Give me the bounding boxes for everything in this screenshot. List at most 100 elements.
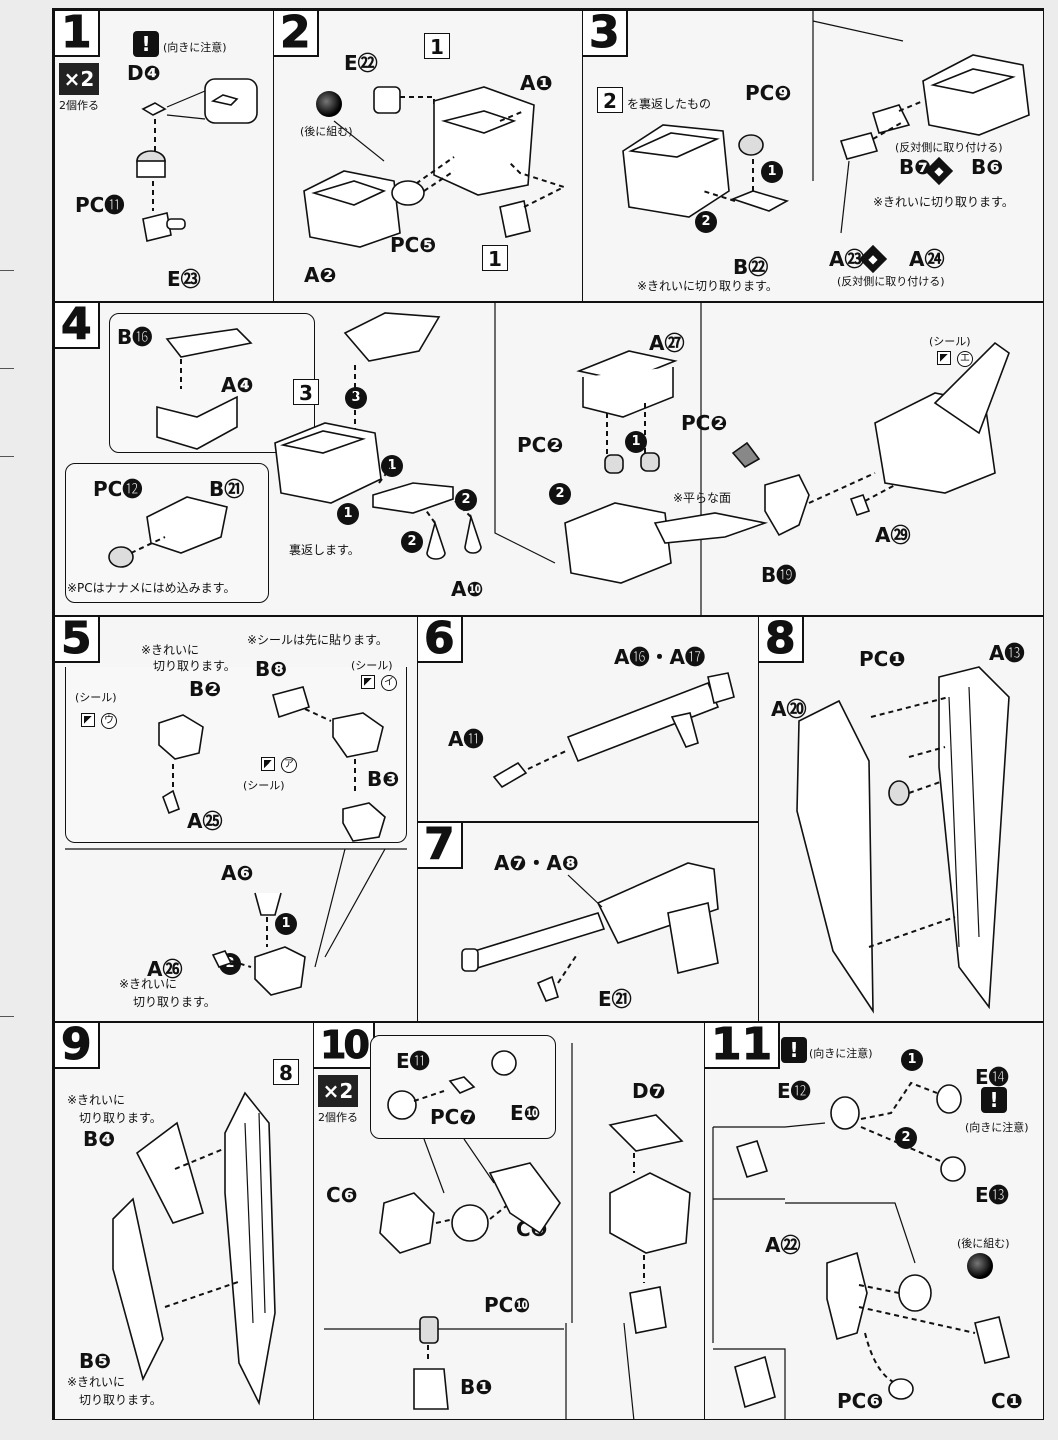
part-label: E⓮ xyxy=(975,1065,1009,1089)
part-label: D❹ xyxy=(127,61,161,85)
part-label: E⓫ xyxy=(396,1049,430,1073)
assemble-later-note: (後に組む) xyxy=(957,1237,1010,1250)
part-label: E㉓ xyxy=(167,267,201,291)
cut-note: ※きれいに xyxy=(119,977,178,991)
part-label: PC⓫ xyxy=(75,193,125,217)
mirror-icon: ◆ xyxy=(924,156,954,186)
step-reference: 2 xyxy=(597,87,623,113)
step-number: 2 xyxy=(274,11,319,57)
pc-note: ※PCはナナメにはめ込みます。 xyxy=(67,581,236,595)
order-marker: 1 xyxy=(761,161,783,183)
part-label: A❶ xyxy=(520,71,553,95)
step-2-drawing xyxy=(303,86,567,248)
part-label: A❼・A❽ xyxy=(494,851,579,875)
cut-note: ※きれいに切り取ります。 xyxy=(637,279,778,293)
cut-note: ※きれいに xyxy=(67,1093,126,1107)
step-number: 9 xyxy=(55,1023,100,1069)
part-label: C❶ xyxy=(991,1389,1023,1413)
part-label: A❹ xyxy=(221,373,254,397)
flat-side-note: ※平らな面 xyxy=(673,491,732,505)
part-label: PC⓬ xyxy=(93,477,143,501)
step-9-drawing xyxy=(112,1091,276,1406)
part-label: A⓰・A⓱ xyxy=(614,645,705,669)
step-3-drawing xyxy=(622,11,1030,234)
step-reference: 1 xyxy=(482,245,508,271)
quantity-note: 2個作る xyxy=(318,1111,358,1124)
cut-note: 切り取ります。 xyxy=(133,995,216,1009)
part-label: A❻ xyxy=(221,861,254,885)
order-marker: 1 xyxy=(901,1049,923,1071)
instruction-page: 1 ×2 2個作る ! (向きに注意) D❹ PC⓫ E㉓ 2 E㉒ A❶ PC… xyxy=(52,8,1044,1420)
part-label: A⓭ xyxy=(989,641,1025,665)
order-marker: 2 xyxy=(455,489,477,511)
part-label: A⓫ xyxy=(448,727,484,751)
cut-note: 切り取ります。 xyxy=(79,1393,162,1407)
part-label: A⑳ xyxy=(771,697,807,721)
part-label: B❸ xyxy=(367,767,400,791)
part-label: A㉕ xyxy=(187,809,223,833)
order-marker: 1 xyxy=(275,913,297,935)
part-label: PC❿ xyxy=(484,1293,531,1317)
flip-note: を裏返したもの xyxy=(627,97,712,111)
part-label: A㉙ xyxy=(875,523,911,547)
step-1-drawing xyxy=(136,78,258,242)
cut-note: 切り取ります。 xyxy=(79,1111,162,1125)
step-11-drawing xyxy=(712,1081,1010,1419)
orientation-note: (向きに注意) xyxy=(163,41,227,54)
sticker-label: (シール) xyxy=(929,335,971,348)
step-7-drawing xyxy=(461,862,719,1002)
step-8-drawing xyxy=(796,666,1010,1014)
part-label: PC❻ xyxy=(837,1389,884,1413)
step-5-panel: 5 ※きれいに 切り取ります。 ※シールは先に貼ります。 B❷ B❽ B❸ A㉕… xyxy=(54,616,418,1022)
part-label: D❼ xyxy=(632,1079,666,1103)
part-label: PC❼ xyxy=(430,1105,477,1129)
sticker-label: (シール) xyxy=(243,779,285,792)
part-label: E⓬ xyxy=(777,1079,811,1103)
order-marker: 2 xyxy=(549,483,571,505)
part-label: E㉒ xyxy=(344,51,378,75)
step-6-drawing xyxy=(492,672,735,789)
step-reference: 3 xyxy=(293,379,319,405)
step-number: 11 xyxy=(705,1023,781,1069)
warning-icon: ! xyxy=(133,31,159,57)
step-number: 1 xyxy=(55,11,100,57)
part-label: B❶ xyxy=(460,1375,493,1399)
part-label: A㉖ xyxy=(147,957,183,981)
sticker-icon xyxy=(81,713,95,727)
order-marker: 2 xyxy=(695,211,717,233)
step-8-panel: 8 PC❶ A⓭ A⑳ xyxy=(758,616,1044,1022)
part-label: PC❾ xyxy=(745,81,792,105)
step-number: 7 xyxy=(418,823,463,869)
margin-line xyxy=(0,456,14,457)
sticker-icon xyxy=(361,675,375,689)
assemble-later-icon xyxy=(967,1253,993,1279)
step-2-panel: 2 E㉒ A❶ PC❺ A❷ 1 1 (後に組む) xyxy=(273,10,583,302)
step-4-panel: 4 B⓰ A❹ PC⓬ B㉑ ※PCはナナメにはめ込みます。 3 裏返します。 … xyxy=(54,302,1044,616)
sticker-mark: ア xyxy=(281,757,297,773)
orientation-note: (向きに注意) xyxy=(965,1121,1029,1134)
margin-line xyxy=(0,1016,14,1017)
step-1-panel: 1 ×2 2個作る ! (向きに注意) D❹ PC⓫ E㉓ xyxy=(54,10,274,302)
part-label: B㉑ xyxy=(209,477,245,501)
part-label: E⓭ xyxy=(975,1183,1009,1207)
sticker-first-note: ※シールは先に貼ります。 xyxy=(247,633,388,647)
warning-icon: ! xyxy=(981,1087,1007,1113)
part-label: B❺ xyxy=(79,1349,112,1373)
order-marker: 2 xyxy=(895,1127,917,1149)
part-label: E㉑ xyxy=(598,987,632,1011)
part-label: PC❷ xyxy=(517,433,564,457)
part-label: A㉓ xyxy=(829,247,865,271)
step-number: 4 xyxy=(55,303,100,349)
sticker-icon xyxy=(937,351,951,365)
cut-note: 切り取ります。 xyxy=(153,659,236,673)
step-number: 8 xyxy=(759,617,804,663)
part-label: B❽ xyxy=(255,657,288,681)
part-label: A❿ xyxy=(451,577,484,601)
step-number: 10 xyxy=(314,1023,375,1069)
order-marker: 1 xyxy=(337,503,359,525)
cut-note: ※きれいに xyxy=(67,1375,126,1389)
step-reference: 1 xyxy=(424,33,450,59)
quantity-note: 2個作る xyxy=(59,99,99,112)
sticker-mark: イ xyxy=(381,675,397,691)
order-marker: 3 xyxy=(345,387,367,409)
